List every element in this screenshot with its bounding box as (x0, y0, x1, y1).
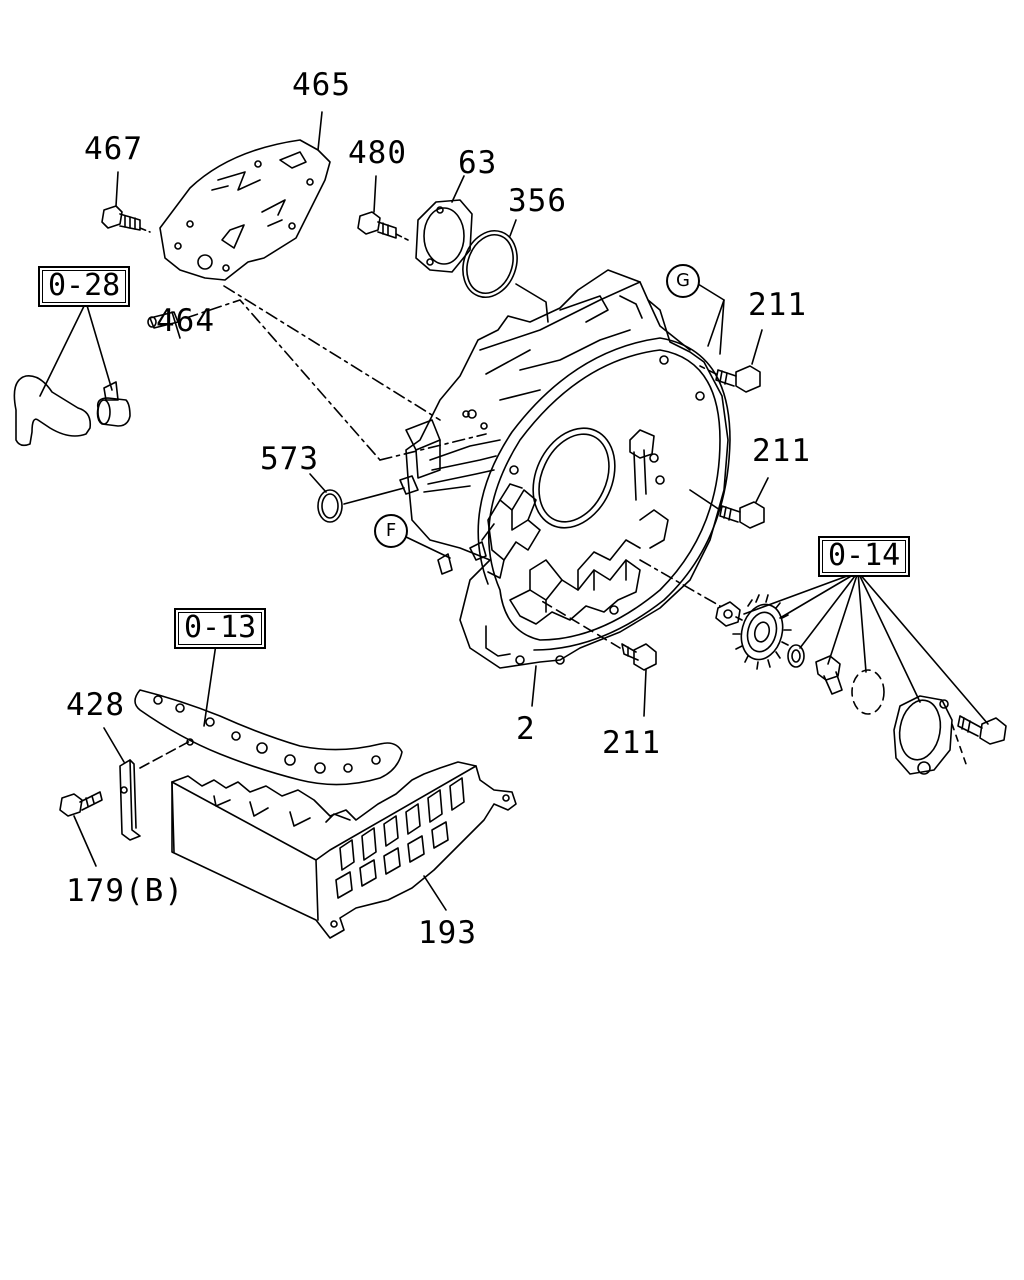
reference-0-28: 0-28 (38, 266, 131, 307)
label-211-middle: 211 (752, 433, 811, 469)
bolt-480 (358, 176, 408, 240)
label-480: 480 (348, 135, 407, 171)
bolt-179b (60, 792, 102, 866)
marker-g: G (666, 264, 700, 298)
seal-573 (310, 474, 404, 522)
label-464: 464 (156, 303, 215, 339)
label-211-lower: 211 (602, 725, 661, 761)
bolt-211-lower (540, 600, 656, 716)
label-63: 63 (458, 145, 498, 181)
label-2: 2 (516, 711, 536, 747)
label-193: 193 (418, 915, 477, 951)
gear-assembly-0-14 (640, 560, 1006, 774)
label-467: 467 (84, 131, 143, 167)
hose-assembly (14, 302, 130, 445)
label-428: 428 (66, 687, 125, 723)
gasket-0-13 (135, 644, 402, 785)
flywheel-housing-2 (400, 270, 730, 706)
label-573: 573 (260, 441, 319, 477)
marker-f: F (374, 514, 408, 548)
bracket-428 (104, 728, 192, 840)
flange-63 (416, 176, 472, 272)
shield-193 (172, 762, 516, 938)
label-211-upper: 211 (748, 287, 807, 323)
oring-356 (454, 220, 548, 322)
label-356: 356 (508, 183, 567, 219)
reference-0-13: 0-13 (174, 608, 267, 649)
bolt-467 (102, 172, 150, 232)
bolt-211-upper (700, 330, 762, 392)
bolt-211-middle (690, 478, 768, 528)
label-179b: 179(B) (66, 873, 184, 909)
label-465: 465 (292, 67, 351, 103)
reference-0-14: 0-14 (818, 536, 911, 577)
cover-plate-465 (160, 112, 330, 280)
dowel-464 (148, 300, 380, 460)
